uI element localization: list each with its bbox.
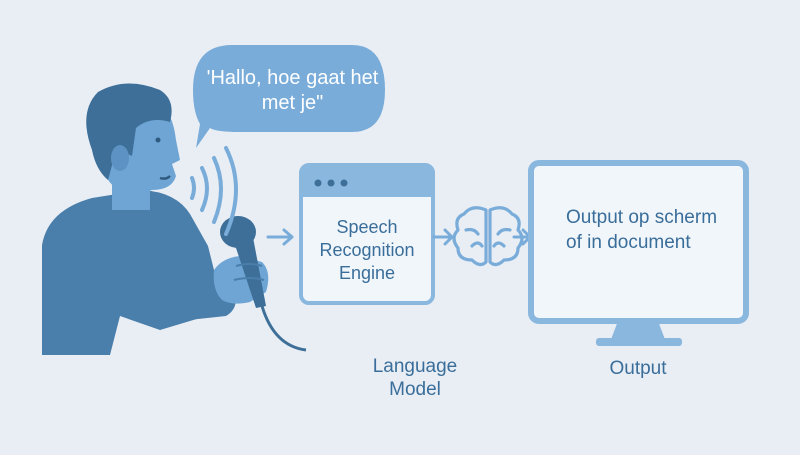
speech-recognition-engine-box bbox=[299, 163, 435, 305]
sound-waves-icon bbox=[190, 146, 238, 236]
arrow-icon bbox=[266, 228, 294, 246]
monitor-icon bbox=[528, 160, 749, 346]
speech-bubble bbox=[193, 45, 385, 148]
output-label: Output bbox=[609, 358, 667, 379]
arrow-icon bbox=[432, 228, 454, 246]
monitor-screen-text: Output op scherm of in document bbox=[566, 207, 718, 253]
speech-bubble-text: 'Hallo, hoe gaat het met je" bbox=[206, 67, 379, 114]
person-icon bbox=[42, 83, 269, 355]
brain-icon bbox=[452, 206, 524, 267]
engine-label: Speech Recognition Engine bbox=[319, 217, 415, 284]
language-model-label: Language Model bbox=[372, 356, 458, 400]
microphone-icon bbox=[220, 216, 307, 352]
